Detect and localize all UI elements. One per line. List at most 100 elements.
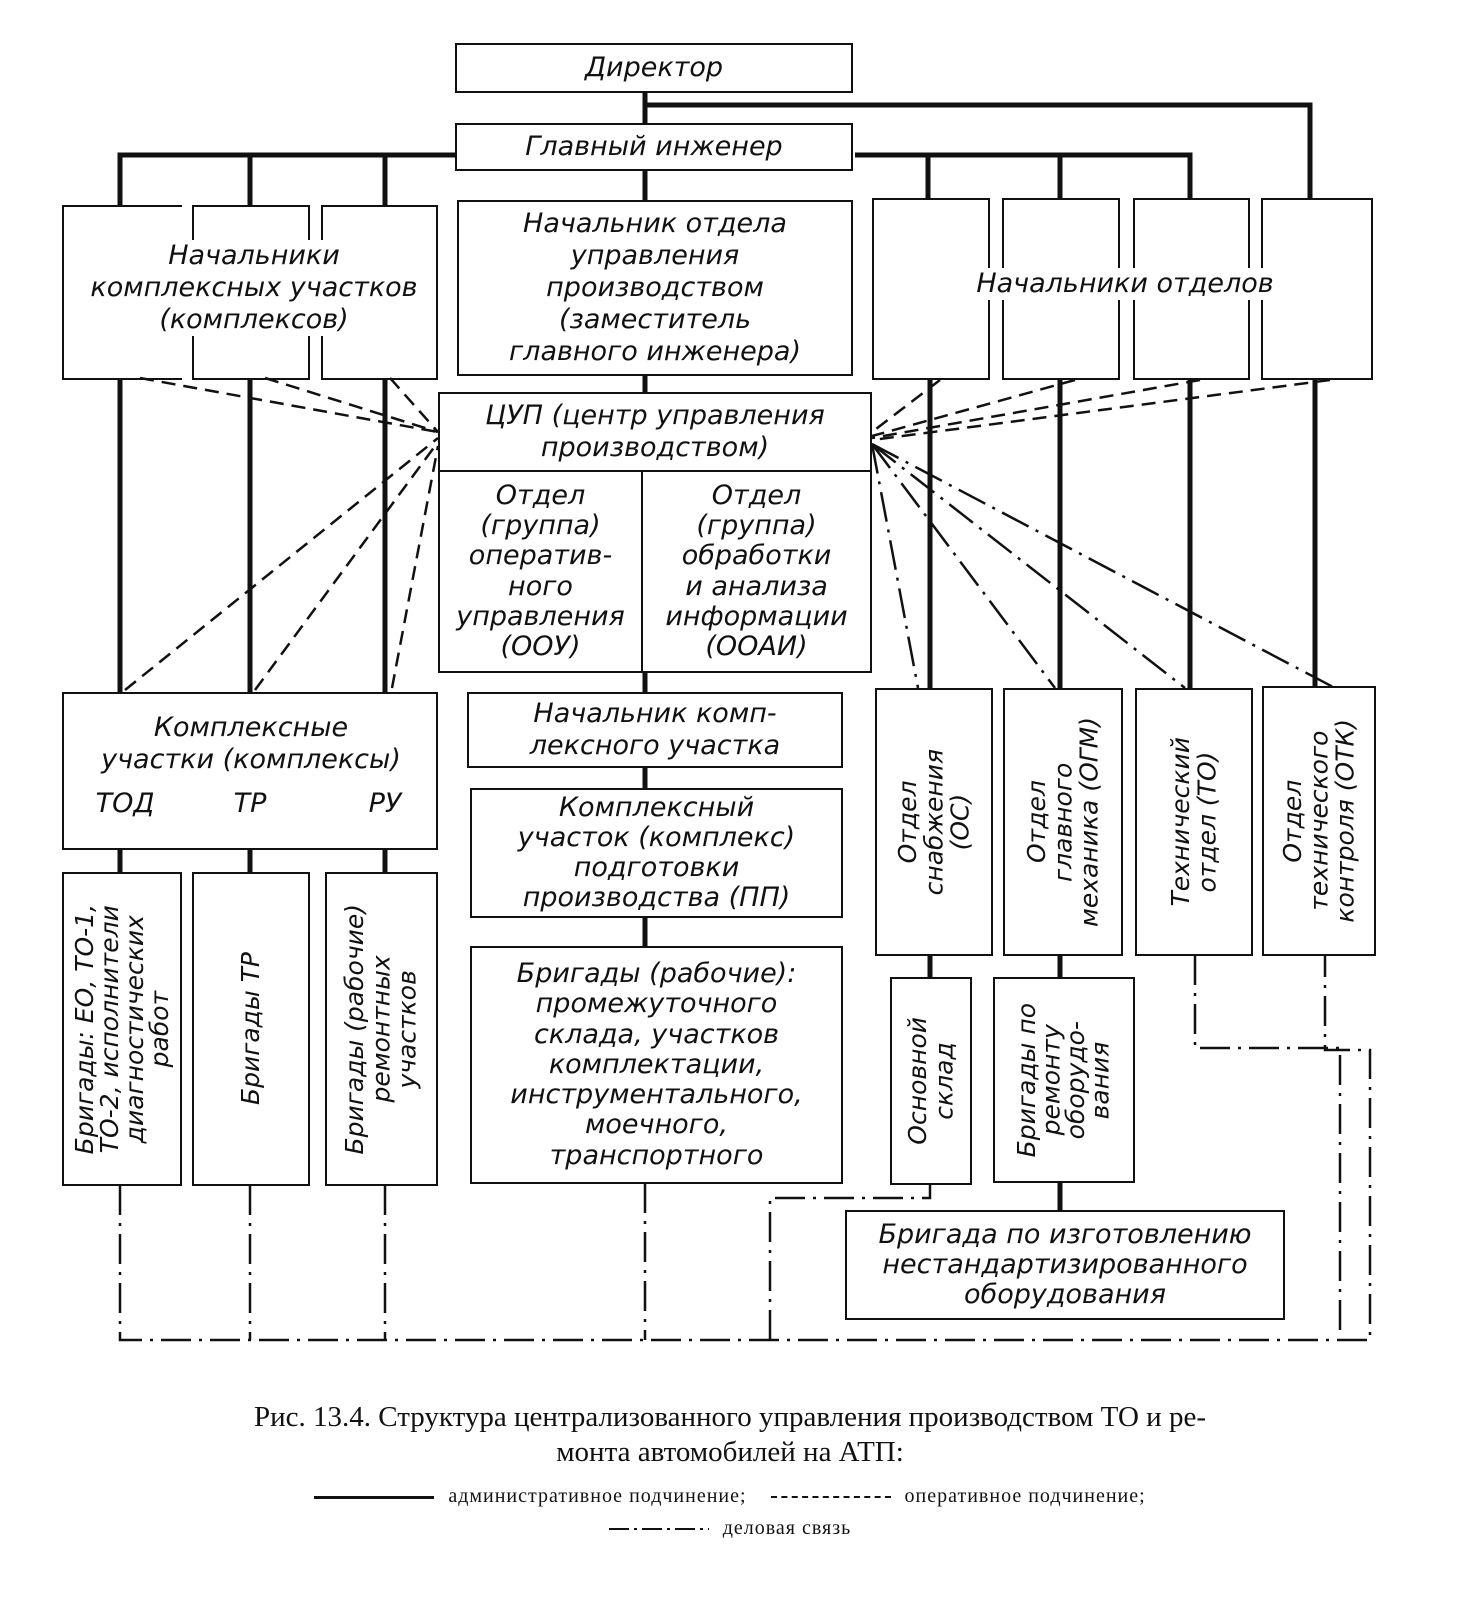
ooai-line: обработки xyxy=(681,540,832,572)
ooai-line: (группа) xyxy=(696,510,817,542)
oou-line: управления xyxy=(456,600,625,632)
node-heads-complex-part1 xyxy=(62,205,182,380)
brigades-tr-text: Бригады ТР xyxy=(236,952,266,1106)
legend-dashed-line-icon xyxy=(770,1496,891,1499)
complex-sections-line: участки (комплексы) xyxy=(101,743,401,775)
cup-line: производством) xyxy=(540,432,770,463)
brigades-workers-line: Бригады (рабочие): xyxy=(516,958,797,990)
node-brigades-ru: Бригады (рабочие) ремонтных участков xyxy=(325,872,438,1186)
brigades-tod-text: Бригады: ЕО, ТО-1, ТО-2, исполнители диа… xyxy=(70,903,174,1155)
legend: административное подчинение; оперативное… xyxy=(20,1480,1440,1544)
oou-line: (ООУ) xyxy=(500,630,581,662)
business-lines xyxy=(118,442,1372,1342)
legend-dashdot-label: деловая связь xyxy=(722,1517,852,1539)
ooai-line: информации xyxy=(665,600,848,632)
brigades-tod-line: диагностических xyxy=(120,914,149,1144)
dept-chief-mechanic-text: Отдел главного механика (ОГМ) xyxy=(1021,717,1104,927)
complex-section-ru: РУ xyxy=(368,788,402,819)
brigades-ru-line: Бригады (рабочие) xyxy=(340,903,370,1155)
node-chief-engineer: Главный инженер xyxy=(455,123,853,171)
dept-chief-mechanic-line: Отдел xyxy=(1021,780,1051,864)
dept-chief-mechanic-line: главного xyxy=(1047,762,1077,882)
node-brigades-workers: Бригады (рабочие): промежуточного склада… xyxy=(470,946,843,1184)
brigade-nonstandard-line: оборудования xyxy=(964,1279,1166,1311)
brigades-workers-line: промежуточного xyxy=(535,988,778,1020)
dept-qc-text: Отдел технического контроля (ОТК) xyxy=(1277,719,1360,923)
dept-qc-line: контроля (ОТК) xyxy=(1330,719,1360,923)
node-dept-supply: Отдел снабжения (ОС) xyxy=(875,688,993,956)
oou-line: ного xyxy=(508,570,573,602)
brigades-workers-line: инструментального, xyxy=(510,1079,803,1111)
node-heads-complex-sections: Начальники комплексных участков (комплек… xyxy=(72,240,436,336)
brigades-workers-line: моечного, xyxy=(585,1109,728,1141)
legend-row-2: деловая связь xyxy=(20,1512,1440,1544)
head-prod-mgmt-line: (заместитель xyxy=(558,303,752,335)
node-heads-departments: Начальники отделов xyxy=(890,268,1360,300)
node-complex-sections xyxy=(62,692,438,850)
complex-prep-line: подготовки xyxy=(573,852,740,883)
legend-dashdot-line-icon xyxy=(608,1528,709,1531)
heads-departments-label: Начальники отделов xyxy=(976,268,1274,299)
brigades-ru-line: ремонтных xyxy=(366,955,396,1103)
main-warehouse-line: Основной xyxy=(902,1017,932,1145)
figure-caption: Рис. 13.4. Структура централизованного у… xyxy=(20,1400,1440,1470)
legend-solid-label: административное подчинение; xyxy=(448,1485,747,1507)
legend-solid-line-icon xyxy=(314,1495,435,1499)
legend-row-1: административное подчинение; оперативное… xyxy=(20,1480,1440,1512)
oou-line: (группа) xyxy=(480,510,601,542)
node-brigades-tod: Бригады: ЕО, ТО-1, ТО-2, исполнители диа… xyxy=(62,872,182,1186)
head-prod-mgmt-line: Начальник отдела xyxy=(523,208,787,240)
dept-supply-line: Отдел xyxy=(892,780,922,864)
caption-line-1: Рис. 13.4. Структура централизованного у… xyxy=(254,1401,1206,1433)
complex-prep-line: участок (комплекс) xyxy=(517,821,796,853)
brigades-workers-line: комплектации, xyxy=(548,1048,765,1080)
operative-lines xyxy=(124,376,1331,691)
oou-line: оператив- xyxy=(468,540,613,572)
caption-line-2: монта автомобилей на АТП: xyxy=(556,1435,904,1468)
head-complex-section-line: лексного участка xyxy=(529,730,781,761)
heads-complex-sections-label: Начальники комплексных участков (комплек… xyxy=(90,240,418,335)
brigades-tod-line: Бригады: ЕО, ТО-1, xyxy=(70,903,99,1155)
admin-lines xyxy=(117,92,1318,1210)
brigades-tod-line: ТО-2, исполнители xyxy=(95,904,124,1154)
dept-supply-line: (ОС) xyxy=(945,793,975,851)
main-warehouse-line: склад xyxy=(929,1042,958,1120)
node-chief-engineer-label: Главный инженер xyxy=(525,131,783,163)
ooai-line: Отдел xyxy=(711,479,802,511)
node-dept-technical: Технический отдел (ТО) xyxy=(1135,688,1253,956)
ooai-line: и анализа xyxy=(685,570,828,602)
dept-supply-line: снабжения xyxy=(918,748,948,896)
node-ooai: Отдел (группа) обработки и анализа инфор… xyxy=(641,470,872,673)
brigades-workers-line: склада, участков xyxy=(533,1018,780,1050)
node-head-complex-section: Начальник комп- лексного участка xyxy=(467,692,843,768)
complex-sections-line: Комплексные xyxy=(153,712,349,743)
node-head-prod-mgmt: Начальник отдела управления производство… xyxy=(457,200,853,376)
dept-technical-line: отдел (ТО) xyxy=(1192,751,1221,893)
brigades-ru-text: Бригады (рабочие) ремонтных участков xyxy=(340,903,422,1155)
node-dept-qc: Отдел технического контроля (ОТК) xyxy=(1262,686,1376,956)
complex-section-tr: ТР xyxy=(233,788,267,819)
node-brigades-equipment-repair: Бригады по ремонту оборудо- вания xyxy=(993,977,1135,1183)
brigades-equipment-repair-text: Бригады по ремонту оборудо- вания xyxy=(1012,1003,1115,1157)
complex-prep-line: Комплексный xyxy=(558,791,755,823)
oou-line: Отдел xyxy=(495,479,586,511)
node-cup: ЦУП (центр управления производством) xyxy=(438,392,872,472)
dept-chief-mechanic-line: механика (ОГМ) xyxy=(1074,717,1104,927)
head-complex-section-line: Начальник комп- xyxy=(533,698,777,730)
brigades-ru-line: участков xyxy=(392,969,422,1089)
dept-supply-text: Отдел снабжения (ОС) xyxy=(892,748,975,896)
cup-line: ЦУП (центр управления xyxy=(485,400,825,432)
dept-qc-line: Отдел xyxy=(1277,779,1307,863)
complex-section-tod: ТОД xyxy=(95,788,155,819)
legend-dashed-label: оперативное подчинение; xyxy=(904,1485,1146,1507)
complex-sections-title: Комплексные участки (комплексы) xyxy=(66,712,436,776)
head-prod-mgmt-line: производством xyxy=(546,272,764,304)
node-oou: Отдел (группа) оператив- ного управления… xyxy=(438,470,643,673)
brigades-workers-line: транспортного xyxy=(549,1139,764,1171)
dept-technical-text: Технический отдел (ТО) xyxy=(1166,737,1221,907)
brigade-nonstandard-line: Бригада по изготовлению xyxy=(878,1218,1252,1250)
head-prod-mgmt-line: управления xyxy=(570,240,740,272)
node-complex-prep: Комплексный участок (комплекс) подготовк… xyxy=(470,788,843,918)
main-warehouse-text: Основной склад xyxy=(902,1017,958,1145)
